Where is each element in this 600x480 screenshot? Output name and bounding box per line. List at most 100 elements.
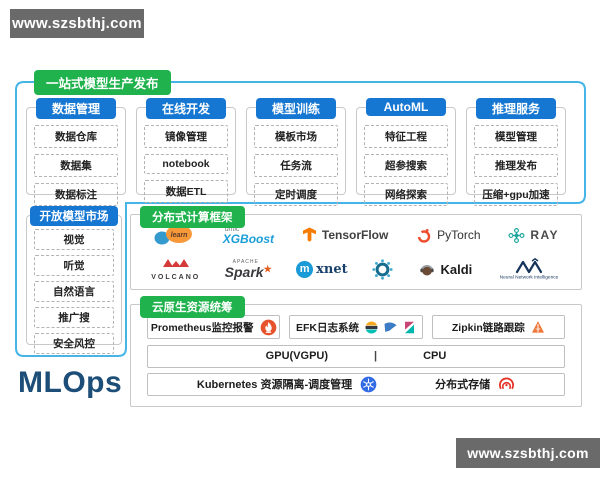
market-item: 自然语言 bbox=[34, 281, 114, 302]
cloud-native-box: Prometheus监控报警 EFK日志系统 bbox=[130, 304, 582, 407]
sklearn-logo-icon: learn bbox=[154, 225, 192, 245]
xgboost-label: XGBoost bbox=[222, 231, 275, 246]
column-box: 数据仓库 数据集 数据标注 bbox=[26, 107, 126, 206]
spark-star-icon: ★ bbox=[263, 263, 272, 274]
volcano-label: VOLCANO bbox=[151, 274, 201, 281]
ray-label: RAY bbox=[530, 228, 560, 242]
ray-nodes-icon bbox=[508, 227, 525, 243]
open-model-market: 开放模型市场 视觉 听觉 自然语言 推广搜 安全风控 bbox=[26, 206, 122, 354]
pipeline-item: 定时调度 bbox=[254, 183, 338, 206]
pipeline-item: 超参搜索 bbox=[364, 154, 448, 177]
kubernetes-row: Kubernetes 资源隔离-调度管理 分布式存储 bbox=[147, 372, 565, 396]
market-box: 视觉 听觉 自然语言 推广搜 安全风控 bbox=[26, 215, 122, 354]
framework-logos-row2: VOLCANO APACHE Spark★ m xnet bbox=[139, 253, 573, 285]
pipeline-item: 镜像管理 bbox=[144, 125, 228, 148]
hardware-row: GPU(VGPU) | CPU bbox=[147, 344, 565, 368]
kaldi-logo: Kaldi bbox=[418, 260, 473, 278]
column-inference-service: 推理服务 模型管理 推理发布 压缩+gpu加速 bbox=[466, 98, 566, 206]
pipeline-item: 模板市场 bbox=[254, 125, 338, 148]
nni-zigzag-icon: Neural Network Intelligence bbox=[499, 258, 558, 281]
market-header: 开放模型市场 bbox=[30, 206, 118, 226]
mlops-brand-title: MLOps bbox=[18, 366, 123, 399]
horovod-logo bbox=[372, 258, 393, 280]
watermark-bottom: www.szsbthj.com bbox=[456, 438, 600, 468]
pipeline-item: 数据集 bbox=[34, 154, 118, 177]
prometheus-box: Prometheus监控报警 bbox=[147, 315, 281, 340]
pipeline-item: 特征工程 bbox=[364, 125, 448, 148]
pipeline-item: 模型管理 bbox=[474, 125, 558, 148]
watermark-top: www.szsbthj.com bbox=[10, 9, 144, 38]
column-data-management: 数据管理 数据仓库 数据集 数据标注 bbox=[26, 98, 126, 206]
ceph-storage-icon bbox=[499, 377, 515, 390]
pytorch-label: PyTorch bbox=[437, 228, 481, 242]
efk-box: EFK日志系统 bbox=[289, 315, 423, 340]
spark-label: Spark bbox=[224, 263, 264, 280]
column-online-dev: 在线开发 镜像管理 notebook 数据ETL bbox=[136, 98, 236, 203]
market-item: 视觉 bbox=[34, 229, 114, 250]
pytorch-flame-icon bbox=[417, 229, 431, 243]
kubernetes-label: Kubernetes 资源隔离-调度管理 bbox=[196, 379, 353, 392]
pipeline-item: 推理发布 bbox=[474, 154, 558, 177]
efk-label: EFK日志系统 bbox=[295, 321, 359, 334]
volcano-triangles-icon bbox=[162, 259, 189, 267]
fluentd-icon bbox=[384, 322, 397, 332]
pipeline-title-badge: 一站式模型生产发布 bbox=[34, 70, 171, 95]
kaldi-headphones-icon bbox=[419, 264, 434, 276]
framework-badge: 分布式计算框架 bbox=[140, 206, 245, 228]
hardware-divider: | bbox=[374, 350, 378, 362]
tensorflow-icon bbox=[302, 227, 316, 242]
column-header: 模型训练 bbox=[256, 98, 336, 119]
pipeline-item: 网络探索 bbox=[364, 183, 448, 206]
tensorflow-label: TensorFlow bbox=[321, 228, 389, 242]
column-header: 推理服务 bbox=[476, 98, 556, 119]
kaldi-label: Kaldi bbox=[440, 261, 473, 277]
xgboost-dmlc-label: dmlc bbox=[224, 225, 240, 233]
pipeline-item: 数据标注 bbox=[34, 183, 118, 206]
prometheus-flame-icon bbox=[260, 319, 276, 336]
market-item: 安全风控 bbox=[34, 333, 114, 354]
svg-text:Neural Network Intelligence: Neural Network Intelligence bbox=[499, 275, 558, 281]
pipeline-item: 压缩+gpu加速 bbox=[474, 183, 558, 206]
scikit-learn-logo: learn bbox=[153, 224, 195, 246]
apache-label: APACHE bbox=[232, 258, 259, 265]
zipkin-label: Zipkin链路跟踪 bbox=[451, 321, 525, 334]
mxnet-label: xnet bbox=[316, 261, 348, 277]
nni-logo: Neural Network Intelligence bbox=[497, 258, 561, 280]
market-item: 听觉 bbox=[34, 255, 114, 276]
column-box: 特征工程 超参搜索 网络探索 bbox=[356, 107, 456, 206]
distributed-storage-label: 分布式存储 bbox=[435, 379, 491, 392]
pipeline-item: notebook bbox=[144, 154, 228, 174]
column-header: AutoML bbox=[366, 98, 446, 116]
kibana-icon bbox=[404, 321, 414, 333]
column-box: 镜像管理 notebook 数据ETL bbox=[136, 107, 236, 203]
pipeline-item: 数据ETL bbox=[144, 180, 228, 203]
column-box: 模板市场 任务流 定时调度 bbox=[246, 107, 346, 206]
prometheus-label: Prometheus监控报警 bbox=[150, 321, 254, 334]
kubernetes-wheel-icon bbox=[360, 376, 377, 393]
xgboost-logo: dmlc XGBoost bbox=[223, 226, 274, 245]
pipeline-item: 数据仓库 bbox=[34, 125, 118, 148]
svg-text:learn: learn bbox=[171, 232, 188, 239]
pytorch-logo: PyTorch bbox=[416, 227, 481, 243]
pipeline-item: 任务流 bbox=[254, 154, 338, 177]
spark-logo: APACHE Spark★ bbox=[224, 258, 272, 280]
zipkin-box: Zipkin链路跟踪 bbox=[431, 315, 565, 340]
cpu-label: CPU bbox=[423, 350, 447, 362]
column-header: 在线开发 bbox=[146, 98, 226, 119]
zipkin-triangle-icon bbox=[531, 321, 544, 333]
column-model-training: 模型训练 模板市场 任务流 定时调度 bbox=[246, 98, 346, 206]
cloud-native-badge: 云原生资源统筹 bbox=[140, 296, 245, 318]
elasticsearch-icon bbox=[365, 321, 378, 334]
volcano-logo: VOLCANO bbox=[151, 257, 200, 281]
column-header: 数据管理 bbox=[36, 98, 116, 119]
gpu-label: GPU(VGPU) bbox=[265, 350, 329, 362]
mxnet-logo: m xnet bbox=[296, 260, 348, 278]
tensorflow-logo: TensorFlow bbox=[302, 227, 388, 243]
framework-logos-row1: learn dmlc XGBoost TensorFlow bbox=[139, 219, 573, 251]
mxnet-m-icon: m bbox=[296, 260, 314, 278]
column-automl: AutoML 特征工程 超参搜索 网络探索 bbox=[356, 98, 456, 206]
column-box: 模型管理 推理发布 压缩+gpu加速 bbox=[466, 107, 566, 206]
observability-row: Prometheus监控报警 EFK日志系统 bbox=[147, 315, 565, 340]
market-item: 推广搜 bbox=[34, 307, 114, 328]
